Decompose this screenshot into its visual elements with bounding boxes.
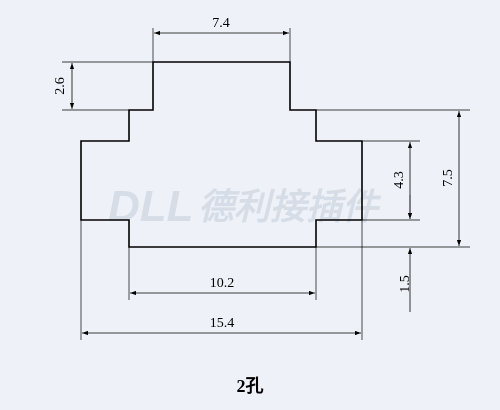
dim-label-bottom-step: 1.5 xyxy=(398,275,413,293)
dim-label-overall-width: 15.4 xyxy=(210,316,235,331)
drawing-caption: 2孔 xyxy=(236,376,264,396)
dim-label-overall-height: 7.5 xyxy=(441,169,456,187)
dim-label-middle-height: 4.3 xyxy=(392,171,407,189)
dim-label-top-step: 2.6 xyxy=(53,77,68,95)
dim-label-top-width: 7.4 xyxy=(212,16,230,31)
watermark-brand: DLL xyxy=(108,182,194,231)
dim-label-bottom-width: 10.2 xyxy=(210,276,235,291)
watermark-company: 德利接插件 xyxy=(198,186,382,227)
